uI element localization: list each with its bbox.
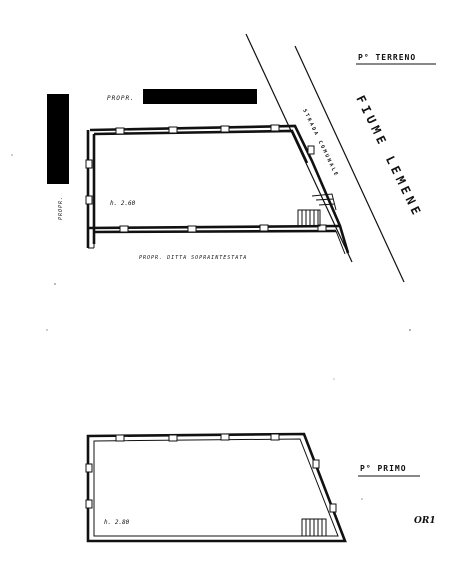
ground-floor-walls (86, 124, 350, 254)
ground-floor-title: P° TERRENO (358, 53, 416, 62)
neighbor-bottom-label: PROPR. DITTA SOPRAINTESTATA (139, 255, 247, 261)
first-floor-plan: P° PRIMO h. 2.80 (85, 432, 420, 543)
ground-floor-plan: P° TERRENO FIUME LEMENE STRADA COMUNALE … (47, 33, 436, 283)
river-bank-line (294, 45, 405, 283)
neighbor-top-label: PROPR. (107, 95, 135, 102)
ground-floor-inner-wall-top (93, 129, 309, 164)
neighbor-left-label: PROPR. (58, 196, 64, 220)
first-floor-stairs (301, 518, 327, 537)
ground-floor-windows (85, 124, 327, 233)
ground-floor-stairs (297, 193, 337, 227)
road-label: STRADA COMUNALE (301, 108, 339, 178)
first-floor-inner-walls (93, 438, 339, 537)
road-edge-line (245, 33, 353, 263)
ground-floor-lower-strip (88, 230, 346, 255)
first-floor-title: P° PRIMO (360, 464, 407, 473)
scan-specks (11, 154, 411, 500)
redaction-block-left (47, 94, 69, 184)
river-label: FIUME LEMENE (353, 93, 425, 220)
first-floor-windows (85, 433, 337, 513)
ground-floor-height: h. 2.60 (110, 200, 136, 207)
first-floor-height: h. 2.80 (104, 519, 130, 526)
sheet-code: OR1 (414, 516, 436, 526)
redaction-block-top (143, 89, 257, 104)
